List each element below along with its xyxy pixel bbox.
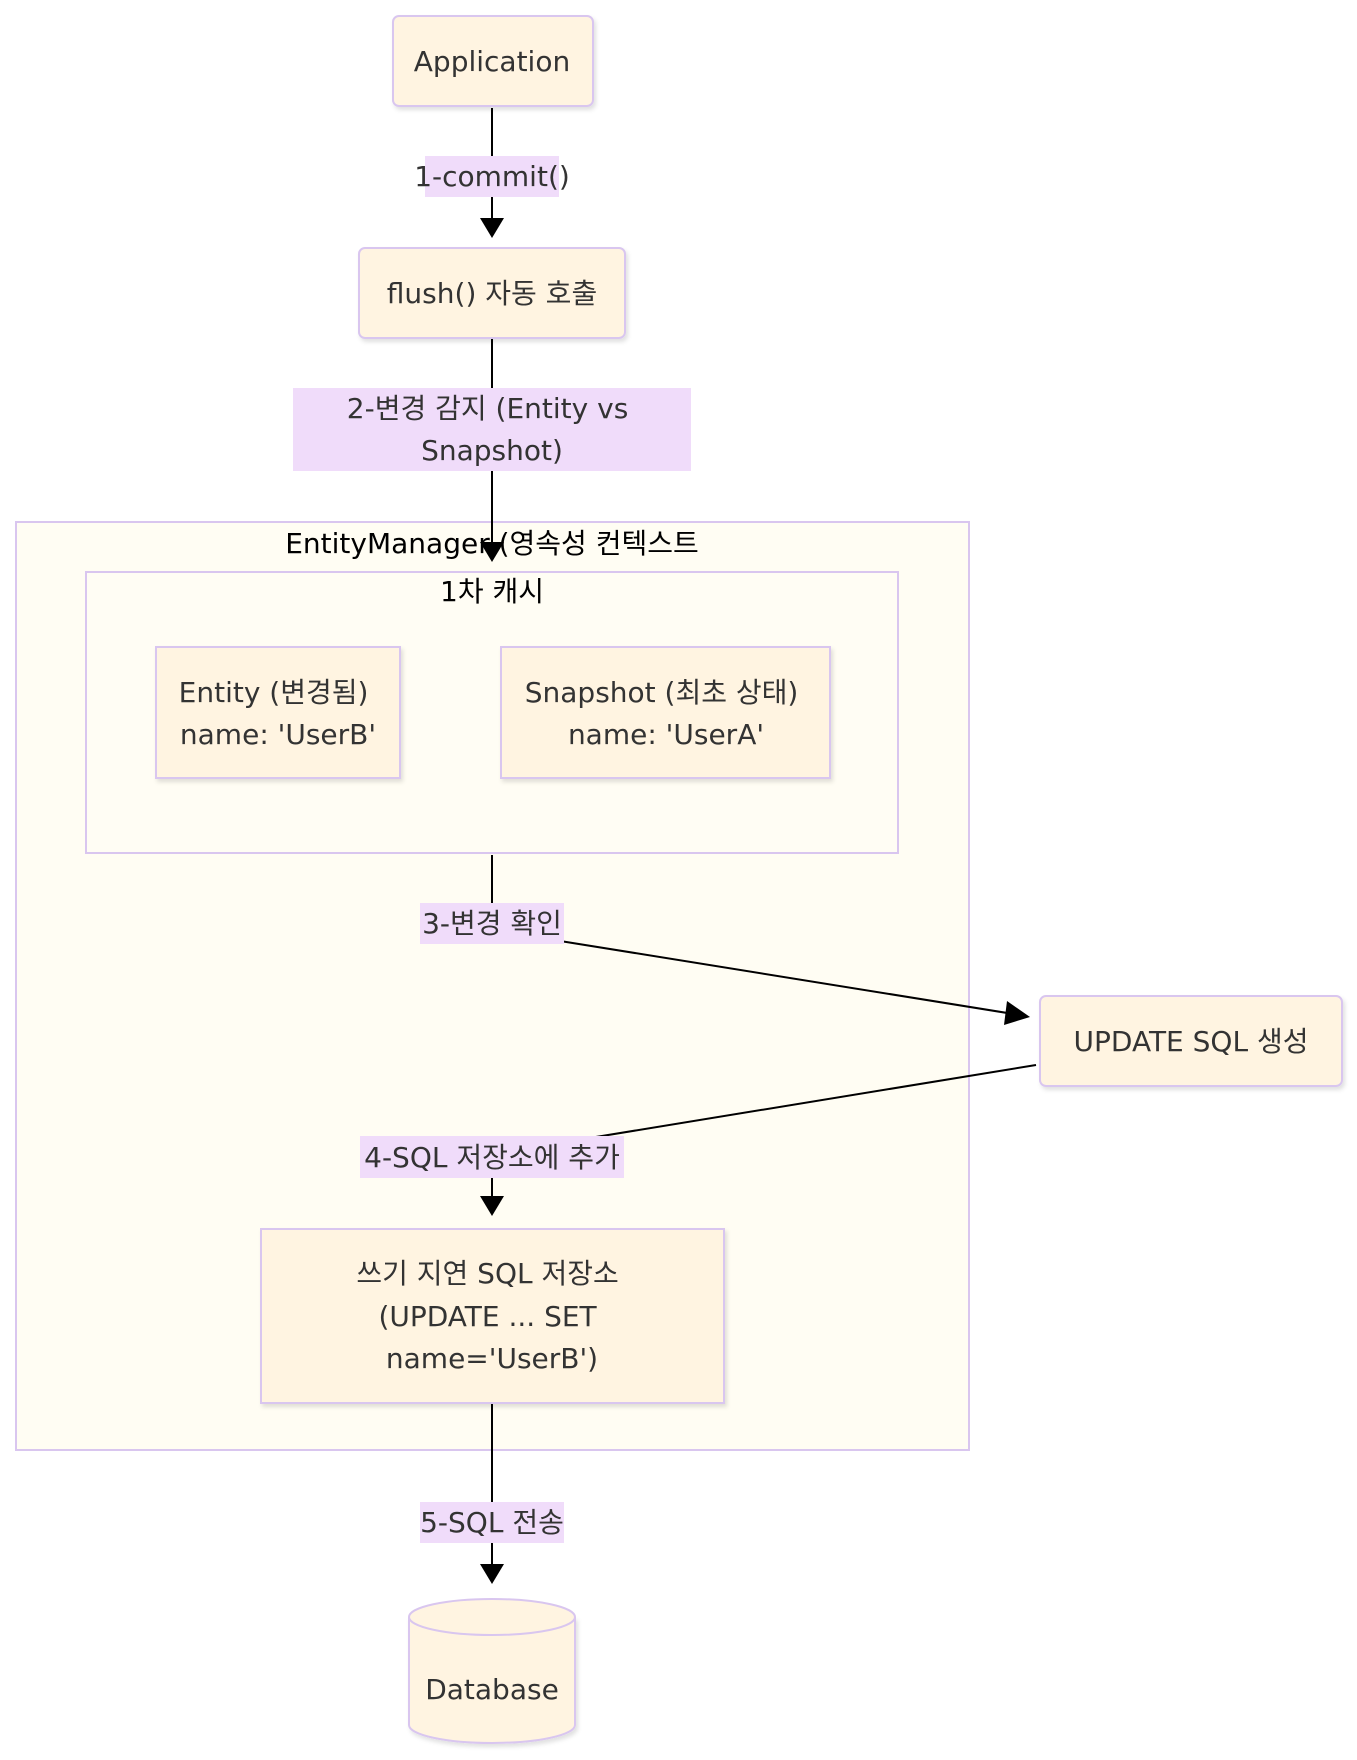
node-flush-label: flush() 자동 호출: [387, 277, 597, 310]
node-application-label: Application: [414, 45, 570, 78]
edge-label-e4-line1: 4-SQL 저장소에 추가: [364, 1141, 620, 1174]
node-database: Database: [408, 1598, 576, 1744]
edge-label-e5-line1: 5-SQL 전송: [420, 1506, 564, 1539]
edge-arrowhead-e5: [480, 1564, 504, 1584]
node-update-sql: UPDATE SQL 생성: [1039, 995, 1343, 1087]
edge-label-e3-line1: 3-변경 확인: [422, 907, 562, 940]
node-sql-store: 쓰기 지연 SQL 저장소 (UPDATE ... SET name='User…: [260, 1228, 725, 1404]
svg-text:1-commit(): 1-commit(): [414, 160, 570, 193]
node-flush: flush() 자동 호출: [358, 247, 626, 339]
edge-label-e3: 3-변경 확인: [420, 903, 564, 944]
node-snapshot: Snapshot (최초 상태) name: 'UserA': [500, 646, 831, 779]
edge-label-e1: 1-commit(): [414, 156, 570, 197]
node-snapshot-line2: name: 'UserA': [568, 718, 764, 751]
node-sql-store-line2: (UPDATE ... SET: [378, 1300, 597, 1333]
svg-text:flush() 자동 호출: flush() 자동 호출: [387, 277, 597, 310]
svg-text:쓰기 지연 SQL 저장소 (UPDATE ..: 쓰기 지연 SQL 저장소 (UPDATE ... SET name='User…: [356, 1257, 627, 1375]
node-entity: Entity (변경됨) name: 'UserB': [155, 646, 401, 779]
edge-arrowhead-e2: [480, 542, 504, 562]
svg-text:4-SQL 저장소에 추가: 4-SQL 저장소에 추가: [364, 1141, 620, 1174]
node-sql-store-line3: name='UserB'): [386, 1342, 598, 1375]
edge-arrowhead-e4: [480, 1196, 504, 1216]
svg-text:UPDATE SQL 생성: UPDATE SQL 생성: [1074, 1025, 1309, 1058]
edge-label-e1-line1: 1-commit(): [414, 160, 570, 193]
svg-text:2-변경 감지 (Entity vs Snaps: 2-변경 감지 (Entity vs Snapshot): [347, 392, 637, 467]
svg-text:Entity (변경됨) name: 'User: Entity (변경됨) name: 'UserB': [179, 676, 378, 751]
node-sql-store-line1: 쓰기 지연 SQL 저장소: [356, 1257, 618, 1290]
svg-text:3-변경 확인: 3-변경 확인: [422, 907, 562, 940]
edge-label-e4: 4-SQL 저장소에 추가: [360, 1136, 624, 1178]
edge-label-e5: 5-SQL 전송: [420, 1502, 564, 1543]
node-update-sql-label: UPDATE SQL 생성: [1074, 1025, 1309, 1058]
node-entity-line2: name: 'UserB': [180, 718, 376, 751]
svg-text:Snapshot (최초 상태) name: ': Snapshot (최초 상태) name: 'UserA': [525, 676, 808, 751]
edge-arrowhead-e1: [480, 218, 504, 238]
node-database-label: Database: [425, 1673, 559, 1706]
edge-label-e2-line1: 2-변경 감지 (Entity vs: [347, 392, 629, 425]
svg-text:Database: Database: [425, 1673, 559, 1706]
node-snapshot-line1: Snapshot (최초 상태): [525, 676, 799, 709]
cluster-first-level-cache-title: 1차 캐시: [440, 575, 544, 608]
svg-text:Application: Application: [414, 45, 570, 78]
edge-label-e2-line2: Snapshot): [421, 434, 563, 467]
node-entity-line1: Entity (변경됨): [179, 676, 369, 709]
edge-label-e2: 2-변경 감지 (Entity vs Snapshot): [293, 388, 691, 471]
edge-arrowhead-e3: [1004, 1001, 1030, 1025]
svg-text:5-SQL 전송: 5-SQL 전송: [420, 1506, 564, 1539]
node-application: Application: [392, 15, 594, 107]
